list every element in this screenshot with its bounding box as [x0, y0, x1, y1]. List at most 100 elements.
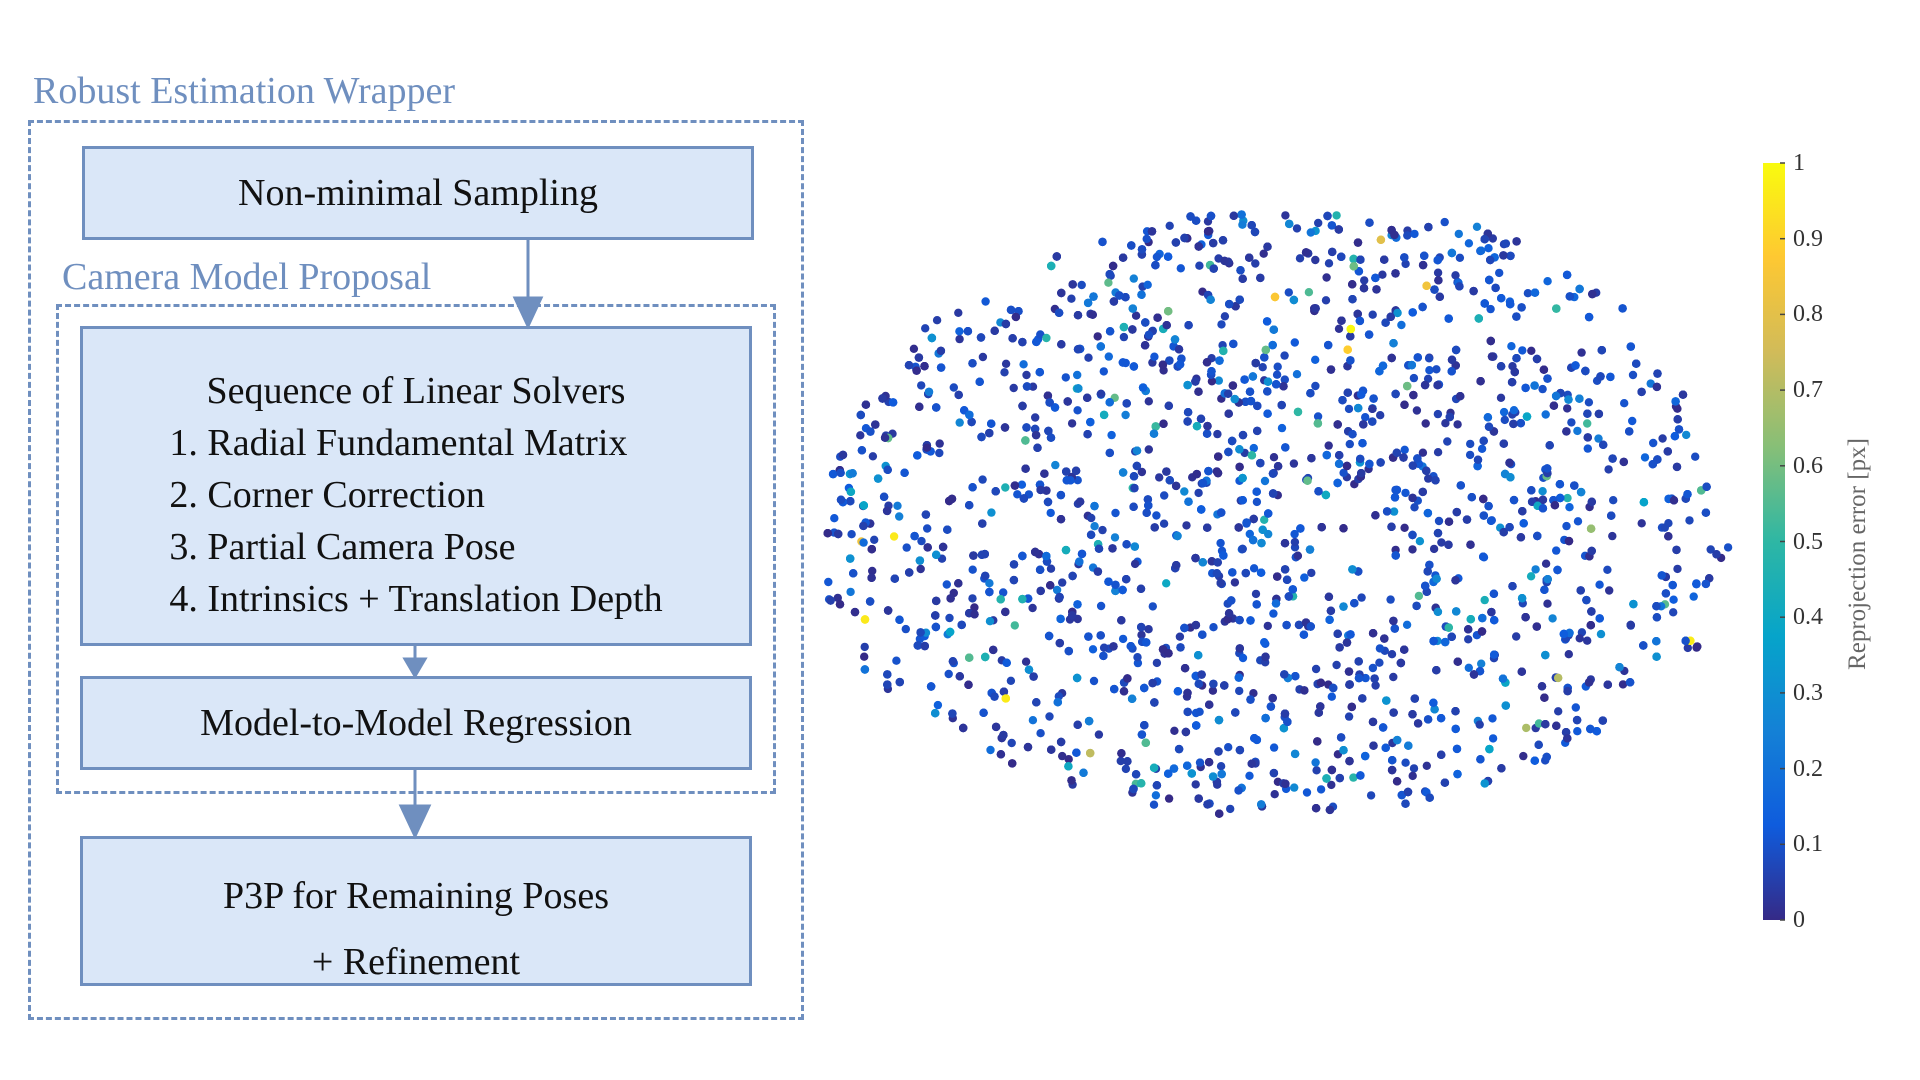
cloud-point — [1022, 370, 1031, 380]
cloud-point — [1564, 650, 1574, 659]
cloud-point — [981, 297, 990, 306]
cloud-point — [1368, 663, 1378, 673]
cloud-point — [892, 656, 901, 665]
cloud-point — [1565, 503, 1574, 512]
cloud-point — [1110, 533, 1120, 542]
cloud-point — [1563, 493, 1572, 503]
cloud-point — [1387, 650, 1397, 659]
cloud-point — [868, 566, 877, 576]
cloud-point — [1507, 342, 1516, 351]
cloud-point — [1409, 373, 1419, 383]
cloud-point — [1152, 658, 1162, 668]
cloud-point — [1345, 439, 1355, 449]
cloud-point — [1437, 538, 1446, 547]
cloud-point — [1495, 268, 1504, 278]
cloud-point — [1292, 370, 1302, 379]
cloud-point — [917, 536, 926, 546]
cloud-point — [1541, 559, 1551, 568]
cloud-point — [1094, 730, 1104, 739]
cloud-point — [1213, 429, 1222, 439]
cloud-point — [1017, 480, 1027, 489]
cloud-point — [1230, 578, 1240, 587]
cloud-point — [1454, 229, 1464, 239]
cloud-point — [1152, 511, 1161, 520]
cloud-point — [1410, 503, 1419, 512]
cloud-point — [999, 588, 1008, 597]
cloud-point — [1472, 222, 1482, 231]
arrowhead-icon — [402, 657, 428, 679]
arrowhead-icon — [512, 296, 544, 330]
cloud-point — [1573, 727, 1582, 736]
cloud-point — [1403, 231, 1412, 240]
cloud-point — [1316, 785, 1326, 794]
cloud-point — [1526, 572, 1536, 581]
cloud-point — [1116, 756, 1126, 766]
cloud-point — [1046, 564, 1056, 573]
cloud-point — [1280, 375, 1290, 384]
cloud-point — [1314, 218, 1323, 228]
cloud-point — [1583, 444, 1593, 453]
cloud-point — [1150, 352, 1159, 361]
cloud-point — [1084, 353, 1093, 362]
cloud-point — [1118, 634, 1128, 644]
cloud-point — [1195, 758, 1205, 767]
cloud-point — [833, 593, 842, 603]
cloud-point — [1433, 448, 1443, 457]
cloud-point — [1425, 366, 1434, 375]
cloud-point — [1121, 410, 1130, 420]
cloud-point — [1107, 430, 1116, 440]
arrowhead-icon — [398, 804, 432, 840]
solver-item: 1. Radial Fundamental Matrix — [169, 422, 628, 464]
wrapper-label: Robust Estimation Wrapper — [33, 70, 456, 112]
cloud-point — [1327, 692, 1337, 701]
cloud-point — [1073, 406, 1082, 415]
solver-item: 2. Corner Correction — [169, 474, 485, 516]
cloud-point — [1723, 543, 1733, 552]
cloud-point — [1307, 568, 1316, 578]
colorbar-tick-label: 0.6 — [1793, 452, 1823, 479]
cloud-point — [1263, 621, 1273, 631]
cloud-point — [1422, 761, 1432, 770]
cloud-point — [1424, 354, 1434, 363]
cloud-point — [1344, 712, 1354, 721]
cloud-point — [1486, 304, 1495, 314]
cloud-point — [1209, 623, 1218, 632]
cloud-point — [1453, 420, 1462, 429]
cloud-point — [1480, 595, 1489, 605]
cloud-point — [1554, 707, 1563, 716]
cloud-point — [1706, 545, 1715, 554]
cloud-point — [1121, 764, 1131, 774]
cloud-point — [1249, 689, 1258, 698]
cloud-point — [1073, 370, 1082, 380]
cloud-point — [1159, 519, 1169, 528]
cloud-point — [1451, 271, 1460, 280]
cloud-point — [1260, 476, 1270, 486]
cloud-point — [1162, 579, 1171, 588]
cloud-point — [1573, 426, 1582, 436]
cloud-point — [1224, 743, 1233, 752]
cloud-point — [1142, 234, 1151, 244]
colorbar-tick-label: 0.9 — [1793, 225, 1823, 252]
cloud-point — [1067, 294, 1076, 303]
cloud-point — [1191, 780, 1200, 789]
cloud-point — [1258, 363, 1267, 372]
cloud-point — [1604, 465, 1613, 474]
cloud-point — [1252, 497, 1262, 507]
cloud-point — [1409, 764, 1419, 773]
cloud-point — [916, 564, 925, 574]
cloud-point — [1260, 638, 1269, 647]
cloud-point — [1130, 559, 1140, 569]
cloud-point — [1400, 445, 1409, 454]
cloud-point — [856, 431, 865, 440]
cloud-point — [1104, 278, 1113, 287]
cloud-point — [1133, 653, 1142, 662]
cloud-point — [1361, 413, 1370, 422]
cloud-point — [1685, 516, 1694, 525]
cloud-point — [968, 594, 977, 603]
cloud-point — [909, 344, 919, 353]
cloud-point — [1144, 397, 1154, 406]
cloud-point — [893, 501, 902, 510]
cloud-point — [1637, 519, 1646, 528]
cloud-point — [1509, 406, 1519, 415]
cloud-point — [1401, 488, 1410, 498]
